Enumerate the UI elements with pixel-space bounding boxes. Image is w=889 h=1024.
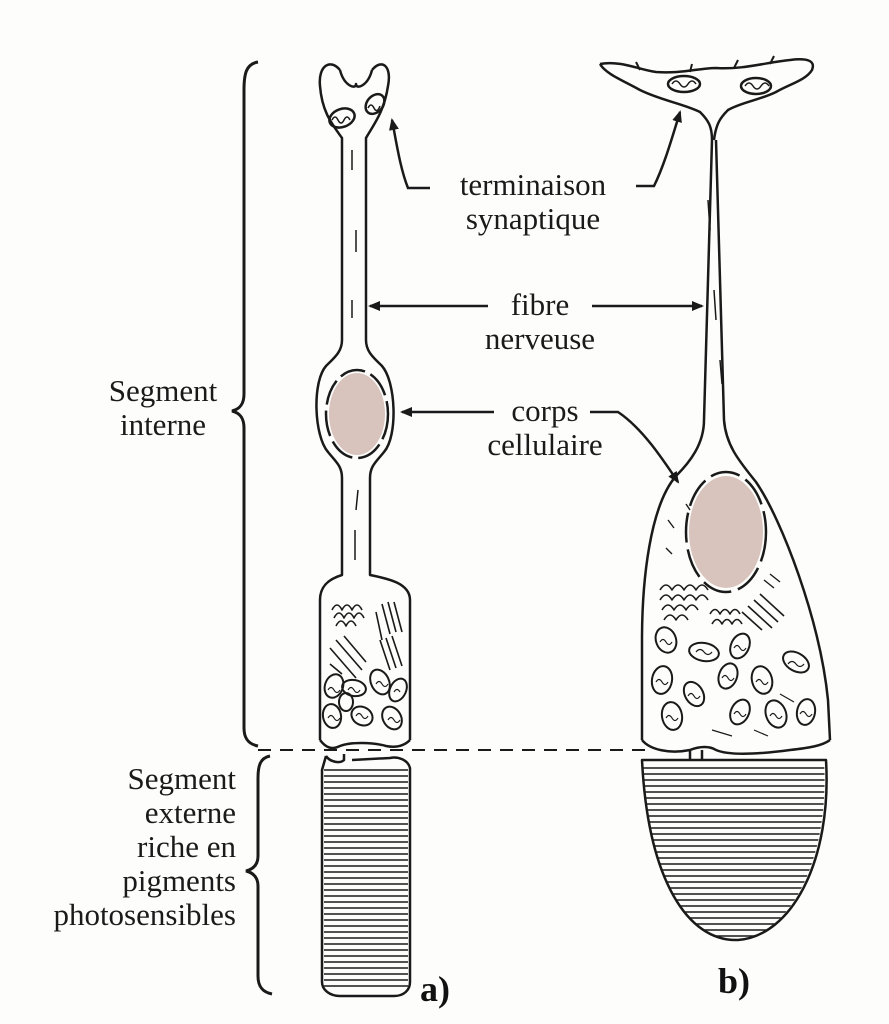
arrow-body-b — [590, 410, 680, 484]
label-synapse-line1: terminaison — [459, 167, 607, 202]
cell-a-rod — [315, 63, 412, 998]
cell-a-outer-outline — [320, 754, 412, 998]
label-outer-segment-line5: photosensibles — [53, 897, 236, 932]
label-outer-segment-line4: pigments — [122, 863, 236, 898]
label-fiber: fibre nerveuse — [480, 288, 600, 356]
cell-b-cone — [598, 55, 832, 942]
brace-inner-segment — [231, 60, 259, 748]
cell-b-outer-outline — [640, 758, 828, 942]
label-fiber-line2: nerveuse — [484, 321, 596, 356]
cell-b-disks — [642, 767, 825, 937]
arrow-synapse-b — [636, 110, 682, 188]
arrow-synapse-a — [389, 118, 430, 190]
label-cell-body-line2: cellulaire — [487, 427, 603, 462]
cell-b-body — [640, 139, 832, 741]
label-cell-body-line1: corps — [511, 393, 579, 428]
label-synapse: terminaison synaptique — [430, 168, 636, 236]
label-inner-segment-line2: interne — [119, 407, 207, 442]
label-outer-segment-line3: riche en — [137, 829, 236, 864]
panel-label-b: b) — [718, 961, 751, 1001]
cell-a-nucleus — [324, 368, 390, 460]
brace-outer-segment — [245, 754, 273, 996]
annotation-arrows — [368, 110, 704, 484]
cell-a-outline — [315, 63, 412, 740]
cell-a-disks — [324, 769, 408, 987]
label-outer-segment: Segment externe riche en pigments photos… — [20, 762, 236, 932]
cell-b-nucleus — [684, 470, 768, 594]
panel-label-a: a) — [420, 969, 450, 1009]
label-cell-body: corps cellulaire — [480, 394, 610, 462]
label-fiber-line1: fibre — [510, 287, 570, 322]
cell-b-pedicle — [599, 58, 815, 141]
label-inner-segment-line1: Segment — [108, 373, 218, 408]
label-synapse-line2: synaptique — [465, 201, 601, 236]
label-outer-segment-line2: externe — [144, 795, 236, 830]
label-outer-segment-line1: Segment — [127, 761, 237, 796]
label-inner-segment: Segment interne — [98, 374, 228, 442]
